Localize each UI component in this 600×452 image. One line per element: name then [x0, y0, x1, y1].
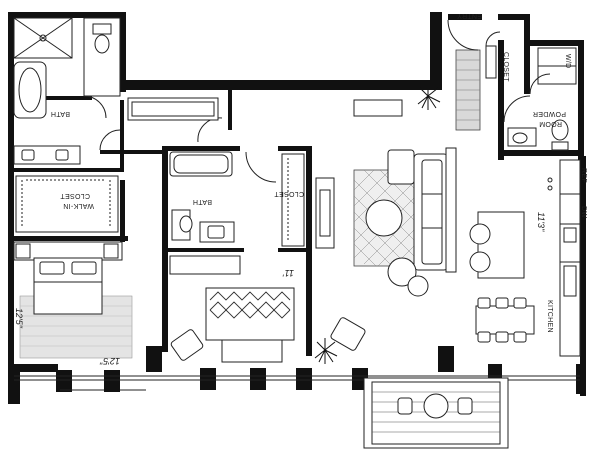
walls — [8, 12, 586, 404]
balcony — [363, 377, 509, 449]
room-labels: ENTRY CLOSET W/D POWDER ROOM BATH WALK-I… — [51, 12, 587, 333]
dim-bedroom-length: 12'5" — [14, 308, 24, 329]
label-ref: REF — [580, 168, 587, 183]
label-walkin-1: WALK-IN — [63, 202, 94, 209]
kitchen — [469, 159, 581, 357]
walk-in-closet — [15, 175, 119, 233]
label-entry: ENTRY — [457, 12, 482, 19]
living-room — [315, 147, 457, 351]
dimension-labels: 12'5" 12'5" 11' 11'3" — [14, 212, 546, 366]
hall-console — [127, 97, 403, 121]
second-bath — [169, 151, 277, 243]
second-bedroom — [169, 117, 295, 363]
second-closet — [281, 153, 305, 247]
dim-kitchen-depth: 11'3" — [536, 212, 546, 232]
label-bath-second: BATH — [193, 198, 212, 205]
label-wd: W/D — [564, 54, 571, 69]
dim-bedroom-width: 12'5" — [99, 356, 120, 366]
dim-second-bedroom: 11' — [283, 268, 294, 278]
plant-icon — [314, 84, 441, 364]
primary-bedroom — [13, 241, 133, 359]
label-bath-primary: BATH — [51, 110, 70, 117]
primary-bath — [13, 17, 121, 165]
label-closet-second: CLOSET — [274, 190, 304, 197]
label-kitchen: KITCHEN — [546, 300, 553, 333]
entry-area — [447, 19, 577, 151]
label-closet-entry: CLOSET — [502, 52, 509, 82]
label-powder-2: ROOM — [539, 120, 562, 127]
label-dw: DW — [580, 206, 587, 218]
label-walkin-2: CLOSET — [60, 192, 90, 199]
label-powder-1: POWDER — [533, 110, 566, 117]
